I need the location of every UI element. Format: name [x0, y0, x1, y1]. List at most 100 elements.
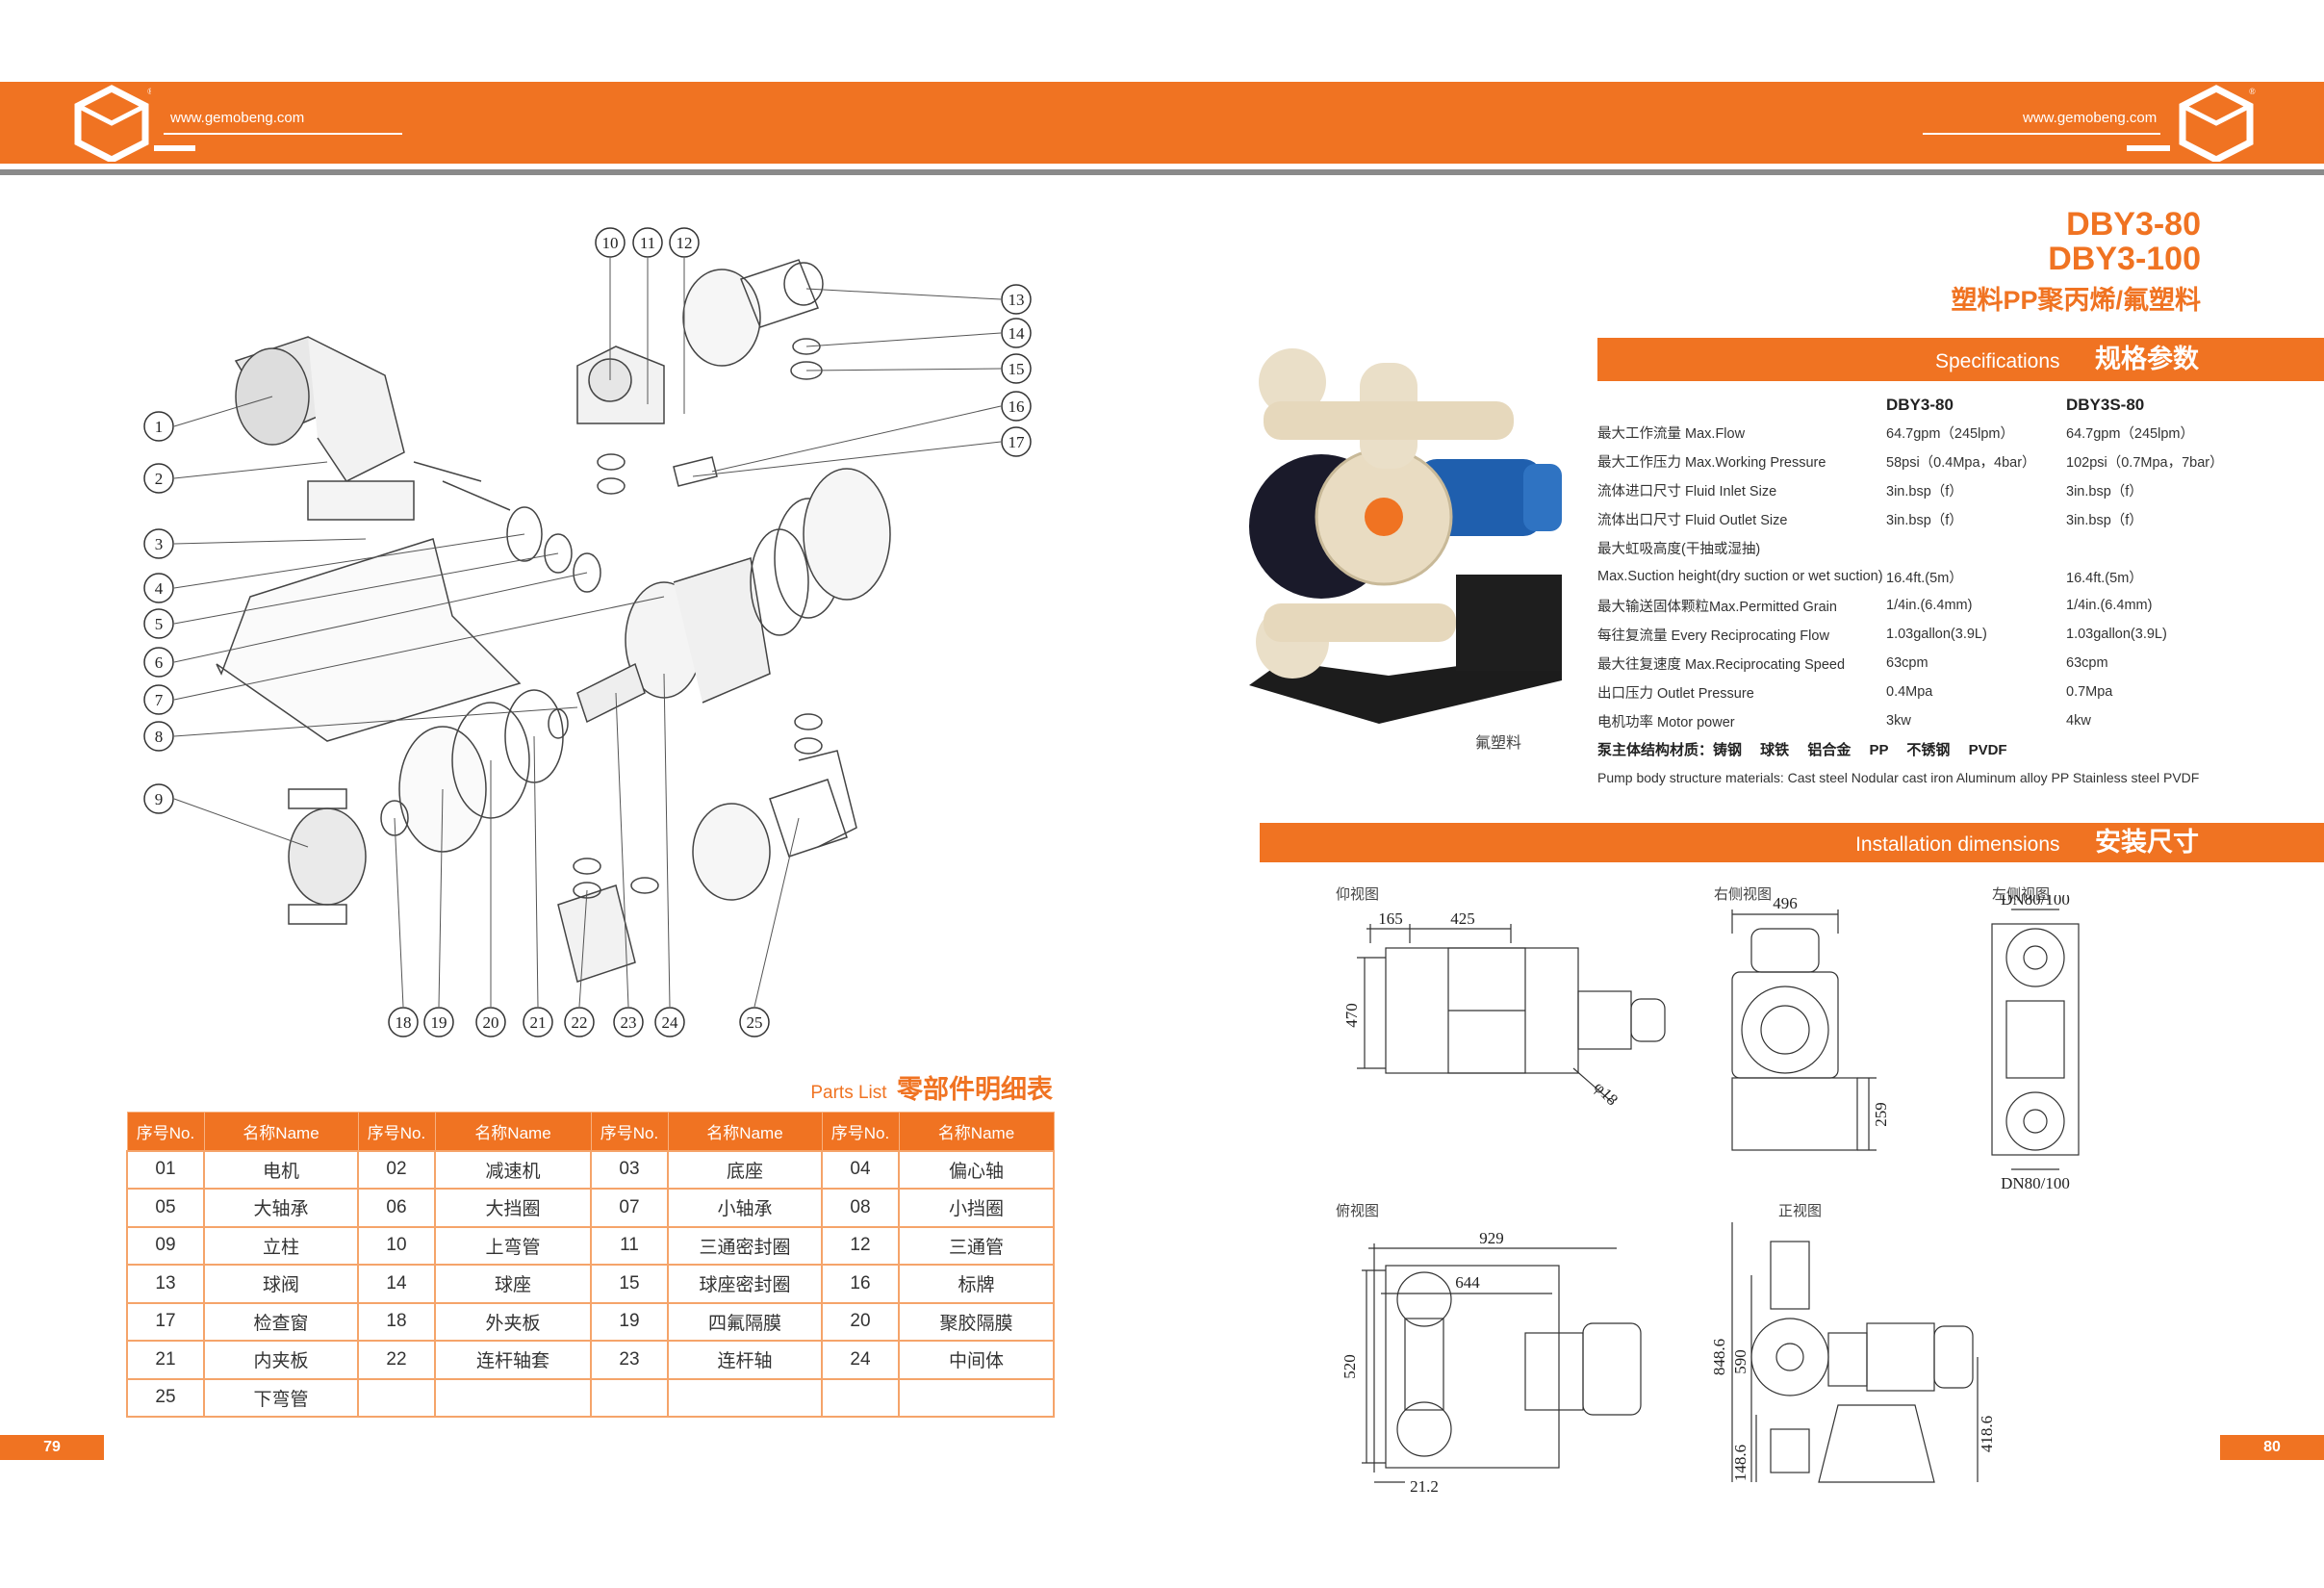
spec-value-2: 16.4ft.(5m）	[2066, 570, 2143, 586]
callout-leader-line	[753, 817, 800, 1008]
dim-148-6: 148.6	[1731, 1445, 1749, 1481]
decor-bar	[154, 145, 195, 151]
callout-circle	[1001, 318, 1032, 348]
part-name: 偏心轴	[898, 1149, 1055, 1190]
website-url-left[interactable]: www.gemobeng.com	[170, 110, 305, 126]
col-header-no: 序号No.	[126, 1112, 205, 1151]
callout-number: 20	[483, 1013, 499, 1032]
callout-circle	[523, 1007, 553, 1037]
part-number: 21	[126, 1340, 205, 1380]
specs-col-2: DBY3S-80	[2066, 396, 2145, 414]
part-name: 四氟隔膜	[667, 1301, 823, 1342]
header-band	[0, 82, 2324, 164]
callout-leader-line	[394, 817, 404, 1008]
specs-title-cn: 规格参数	[2095, 345, 2199, 373]
callout-number: 7	[155, 691, 164, 709]
dim-dn-bottom: DN80/100	[2001, 1174, 2070, 1192]
part-name: 聚胶隔膜	[898, 1301, 1055, 1342]
callout-number: 21	[530, 1013, 547, 1032]
callout-leader-line	[805, 332, 1002, 347]
decor-line	[1923, 133, 2160, 135]
part-number: 09	[126, 1225, 205, 1266]
callout-leader-line	[173, 461, 328, 479]
part-number: 14	[357, 1264, 436, 1304]
spec-value-1: 3in.bsp（f）	[1886, 512, 1963, 528]
spec-label: 最大虹吸高度(干抽或湿抽)	[1597, 541, 1761, 557]
callout-circle	[475, 1007, 506, 1037]
callout-number: 4	[155, 579, 164, 598]
col-header-name: 名称Name	[898, 1112, 1055, 1151]
callout-leader-line	[615, 692, 629, 1008]
callout-leader-line	[173, 706, 578, 737]
dim-phi18: φ18	[1591, 1078, 1622, 1109]
install-title-cn: 安装尺寸	[2095, 828, 2199, 857]
part-number: 06	[357, 1188, 436, 1228]
part-number: 13	[126, 1264, 205, 1304]
website-url-right[interactable]: www.gemobeng.com	[2023, 110, 2158, 126]
spec-label: 流体进口尺寸 Fluid Inlet Size	[1597, 483, 1777, 499]
dim-644: 644	[1455, 1273, 1480, 1292]
part-name: 标牌	[898, 1264, 1055, 1304]
spec-label: 最大输送固体颗粒Max.Permitted Grain	[1597, 599, 1837, 615]
spec-label: 电机功率 Motor power	[1597, 714, 1735, 730]
callout-number: 9	[155, 790, 164, 808]
materials-cn: 泵主体结构材质：铸钢 球铁 铝合金 PP 不锈钢 PVDF	[1597, 742, 2007, 758]
view-label-left: 左侧视图	[1992, 886, 2051, 903]
bottom-view-drawing	[1357, 924, 1666, 1103]
dim-165: 165	[1378, 909, 1403, 928]
spec-row: 最大虹吸高度(干抽或湿抽)	[1597, 533, 2271, 562]
callout-leader-line	[438, 788, 444, 1008]
callout-number: 12	[677, 234, 693, 252]
part-name: 连杆轴	[667, 1340, 823, 1380]
callout-leader-line	[173, 533, 525, 589]
part-name	[898, 1377, 1055, 1418]
part-number: 23	[590, 1340, 669, 1380]
callout-number: 23	[621, 1013, 637, 1032]
callout-number: 17	[1009, 433, 1026, 451]
part-number: 16	[821, 1264, 900, 1304]
callout-leader-line	[805, 288, 1002, 300]
callout-circle	[143, 463, 174, 494]
callout-leader-line	[711, 405, 1002, 473]
pump-photo	[1249, 348, 1562, 724]
left-side-view-drawing	[1991, 909, 2080, 1170]
spec-label: 最大工作流量 Max.Flow	[1597, 425, 1746, 442]
part-number	[821, 1377, 900, 1418]
part-name: 底座	[667, 1149, 823, 1190]
callout-number: 14	[1009, 324, 1026, 343]
material-title: 塑料PP聚丙烯/氟塑料	[1951, 286, 2201, 315]
header-rule	[0, 169, 2324, 175]
part-number: 20	[821, 1301, 900, 1342]
callout-number: 2	[155, 470, 164, 488]
specifications-bar: Specifications 规格参数	[1597, 338, 2324, 381]
part-name: 内夹板	[203, 1340, 359, 1380]
part-name: 大挡圈	[434, 1188, 592, 1228]
part-name	[667, 1377, 823, 1418]
spec-value-2: 64.7gpm（245lpm）	[2066, 425, 2194, 442]
spec-value-2: 4kw	[2066, 713, 2091, 729]
part-name	[434, 1377, 592, 1418]
callout-leader-line	[173, 572, 588, 663]
dim-259: 259	[1872, 1102, 1890, 1127]
callout-number: 8	[155, 728, 164, 746]
part-name: 球座	[434, 1264, 592, 1304]
spec-value-2: 0.7Mpa	[2066, 684, 2113, 700]
spec-value-1: 16.4ft.(5m）	[1886, 570, 1963, 586]
part-name: 三通管	[898, 1225, 1055, 1266]
top-view-drawing	[1362, 1243, 1642, 1483]
callout-circle	[564, 1007, 595, 1037]
dim-425: 425	[1450, 909, 1475, 928]
spec-label: 流体出口尺寸 Fluid Outlet Size	[1597, 512, 1788, 528]
callout-number: 13	[1009, 291, 1025, 309]
model-title-1: DBY3-80	[2066, 206, 2201, 243]
spec-label: 最大工作压力 Max.Working Pressure	[1597, 454, 1826, 471]
decor-line	[164, 133, 402, 135]
col-header-no: 序号No.	[590, 1112, 669, 1151]
